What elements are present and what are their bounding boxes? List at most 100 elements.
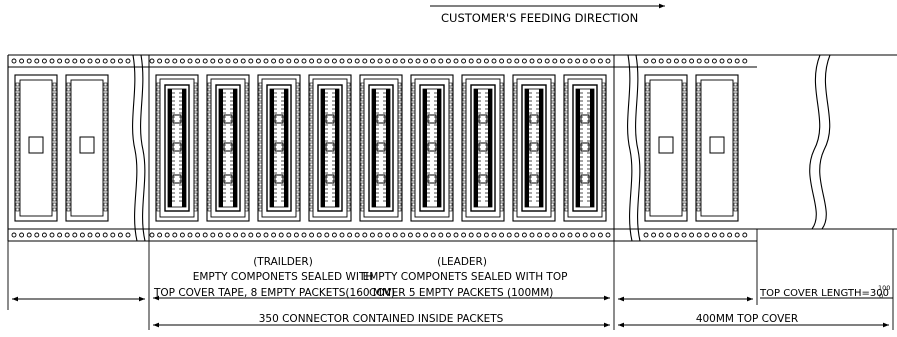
empty-packet bbox=[644, 74, 688, 222]
sprocket-hole bbox=[521, 232, 527, 238]
filled-packet bbox=[308, 74, 352, 222]
tape-break-left bbox=[132, 54, 146, 242]
sprocket-hole bbox=[407, 232, 413, 238]
sprocket-hole bbox=[689, 232, 695, 238]
sprocket-hole bbox=[26, 58, 32, 64]
sprocket-hole bbox=[689, 58, 695, 64]
sprocket-hole bbox=[210, 58, 216, 64]
sprocket-hole bbox=[278, 58, 284, 64]
sprocket-hole bbox=[187, 58, 193, 64]
sprocket-hole bbox=[392, 58, 398, 64]
sprocket-hole bbox=[125, 58, 131, 64]
sprocket-hole bbox=[385, 232, 391, 238]
sprocket-hole bbox=[742, 232, 748, 238]
sprocket-hole bbox=[575, 232, 581, 238]
sprocket-hole bbox=[240, 232, 246, 238]
sprocket-hole bbox=[559, 58, 565, 64]
sprocket-hole bbox=[157, 232, 163, 238]
sprocket-hole bbox=[354, 58, 360, 64]
sprocket-hole bbox=[559, 232, 565, 238]
filled-packet bbox=[359, 74, 403, 222]
sprocket-hole bbox=[590, 232, 596, 238]
sprocket-hole bbox=[354, 232, 360, 238]
sprocket-hole bbox=[727, 58, 733, 64]
sprocket-hole bbox=[369, 58, 375, 64]
sprocket-hole bbox=[225, 58, 231, 64]
sprocket-hole bbox=[415, 232, 421, 238]
sprocket-hole bbox=[544, 232, 550, 238]
sprocket-hole bbox=[271, 232, 277, 238]
sprocket-hole bbox=[316, 232, 322, 238]
sprocket-hole bbox=[316, 58, 322, 64]
sprocket-hole bbox=[102, 58, 108, 64]
sprocket-hole bbox=[110, 232, 116, 238]
sprocket-hole bbox=[711, 58, 717, 64]
sprocket-hole bbox=[461, 232, 467, 238]
sprocket-hole bbox=[377, 58, 383, 64]
sprocket-hole bbox=[575, 58, 581, 64]
sprocket-holes bbox=[11, 58, 748, 238]
sprocket-hole bbox=[331, 232, 337, 238]
sprocket-hole bbox=[430, 232, 436, 238]
sprocket-hole bbox=[79, 58, 85, 64]
sprocket-hole bbox=[11, 58, 17, 64]
sprocket-hole bbox=[34, 58, 40, 64]
sprocket-hole bbox=[271, 58, 277, 64]
sprocket-hole bbox=[681, 58, 687, 64]
sprocket-hole bbox=[734, 232, 740, 238]
tape-break-right bbox=[627, 54, 641, 242]
sprocket-hole bbox=[658, 58, 664, 64]
sprocket-hole bbox=[445, 232, 451, 238]
sprocket-hole bbox=[233, 232, 239, 238]
sprocket-hole bbox=[102, 232, 108, 238]
sprocket-hole bbox=[529, 58, 535, 64]
connector-count-label: 350 CONNECTOR CONTAINED INSIDE PACKETS bbox=[259, 313, 504, 325]
sprocket-hole bbox=[72, 232, 78, 238]
sprocket-hole bbox=[19, 58, 25, 64]
tolerance-lower: 0 bbox=[879, 292, 883, 300]
sprocket-hole bbox=[643, 232, 649, 238]
sprocket-hole bbox=[157, 58, 163, 64]
sprocket-hole bbox=[79, 232, 85, 238]
sprocket-hole bbox=[483, 58, 489, 64]
sprocket-hole bbox=[309, 232, 315, 238]
sprocket-hole bbox=[605, 58, 611, 64]
sprocket-hole bbox=[34, 232, 40, 238]
sprocket-hole bbox=[742, 58, 748, 64]
sprocket-hole bbox=[87, 58, 93, 64]
sprocket-hole bbox=[734, 58, 740, 64]
sprocket-hole bbox=[491, 232, 497, 238]
sprocket-hole bbox=[597, 232, 603, 238]
sprocket-hole bbox=[95, 232, 101, 238]
sprocket-hole bbox=[423, 232, 429, 238]
dimension-extension-lines bbox=[7, 229, 894, 330]
filled-packet bbox=[257, 74, 301, 222]
sprocket-hole bbox=[407, 58, 413, 64]
sprocket-hole bbox=[666, 58, 672, 64]
sprocket-hole bbox=[483, 232, 489, 238]
sprocket-hole bbox=[293, 232, 299, 238]
sprocket-hole bbox=[385, 58, 391, 64]
sprocket-hole bbox=[324, 232, 330, 238]
sprocket-hole bbox=[179, 58, 185, 64]
empty-packet bbox=[14, 74, 58, 222]
sprocket-hole bbox=[179, 232, 185, 238]
sprocket-hole bbox=[468, 58, 474, 64]
sprocket-hole bbox=[248, 232, 254, 238]
sprocket-hole bbox=[164, 58, 170, 64]
sprocket-hole bbox=[217, 58, 223, 64]
sprocket-hole bbox=[476, 58, 482, 64]
sprocket-hole bbox=[286, 232, 292, 238]
sprocket-hole bbox=[537, 232, 543, 238]
sprocket-hole bbox=[301, 58, 307, 64]
sprocket-hole bbox=[521, 58, 527, 64]
sprocket-hole bbox=[552, 58, 558, 64]
sprocket-hole bbox=[400, 58, 406, 64]
sprocket-hole bbox=[362, 232, 368, 238]
sprocket-hole bbox=[537, 58, 543, 64]
sprocket-hole bbox=[202, 232, 208, 238]
sprocket-hole bbox=[415, 58, 421, 64]
trailer-note: (TRAILDER) EMPTY COMPONETS SEALED WITH T… bbox=[153, 256, 395, 299]
top-cover-label: 400MM TOP COVER bbox=[696, 313, 798, 325]
